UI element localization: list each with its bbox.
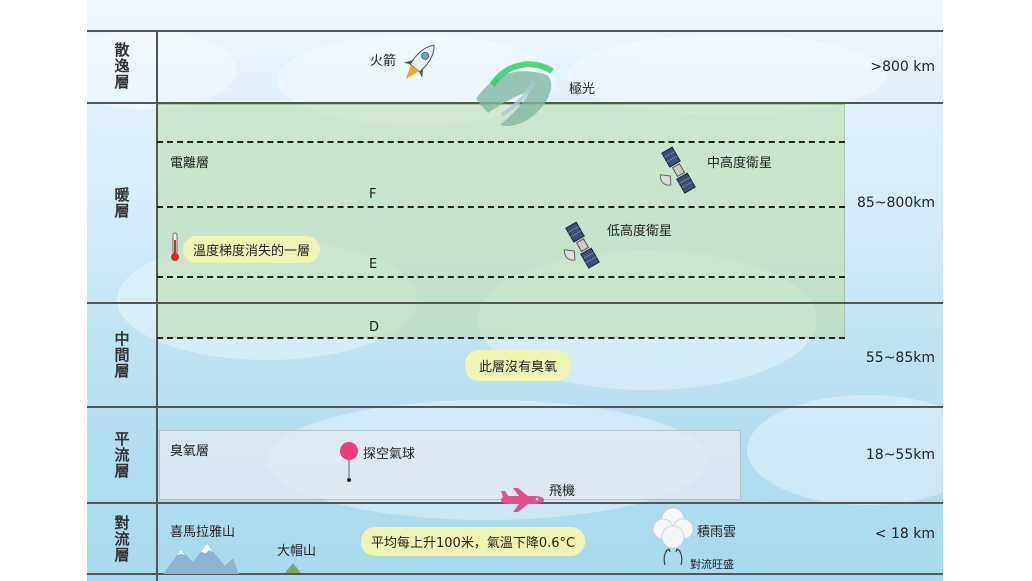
ionosphere-top-line [157, 141, 845, 143]
rocket-label: 火箭 [370, 54, 397, 69]
altitude-mesosphere: 55~85km [865, 350, 935, 366]
layer-name-exosphere: 散逸層 [112, 42, 131, 90]
thermosphere-zone [157, 104, 845, 338]
mountain-icon [163, 544, 239, 574]
ozone-layer-label: 臭氧層 [170, 444, 210, 459]
altitude-stratosphere: 18~55km [865, 447, 935, 463]
airplane-label: 飛機 [549, 484, 576, 499]
troposphere-note: 平均每上升100米，氣溫下降0.6°C [361, 527, 586, 556]
ozone-zone [159, 430, 741, 500]
satellite-icon [563, 221, 600, 269]
altitude-thermosphere: 85~800km [856, 195, 935, 211]
d-layer-label: D [369, 320, 380, 335]
tai-mo-shan-label: 大帽山 [277, 544, 317, 559]
layer-name-stratosphere: 平流層 [112, 431, 131, 479]
atmosphere-diagram: 散逸層 暖層 中間層 平流層 對流層 >800 km 85~800km 55~8… [87, 0, 943, 581]
satellite-icon [659, 146, 696, 194]
layer-boundary [87, 302, 943, 304]
mountain-icon [285, 563, 301, 573]
thermometer-icon [171, 232, 179, 261]
balloon-icon [340, 442, 358, 482]
himalaya-label: 喜馬拉雅山 [170, 525, 236, 540]
f-layer-line [157, 206, 845, 208]
layer-name-thermosphere: 暖層 [112, 187, 131, 219]
bottom-border [87, 573, 943, 575]
d-layer-line [157, 337, 845, 339]
mid-satellite-label: 中高度衛星 [707, 156, 773, 171]
altitude-troposphere: < 18 km [874, 526, 935, 542]
cumulonimbus-label: 積雨雲 [697, 525, 737, 540]
aurora-icon [476, 61, 554, 127]
low-satellite-label: 低高度衛星 [607, 224, 673, 239]
layer-boundary [87, 406, 943, 408]
f-layer-label: F [369, 187, 377, 202]
thermosphere-note: 溫度梯度消失的一層 [183, 236, 321, 263]
e-layer-label: E [369, 257, 378, 272]
airplane-icon [501, 488, 544, 512]
layer-name-mesosphere: 中間層 [112, 331, 131, 379]
convection-label: 對流旺盛 [690, 558, 734, 571]
top-border [87, 30, 943, 32]
balloon-label: 探空氣球 [363, 447, 416, 462]
altitude-exosphere: >800 km [870, 59, 935, 75]
aurora-label: 極光 [569, 82, 596, 97]
label-column-divider [156, 30, 158, 581]
layer-name-troposphere: 對流層 [112, 514, 131, 563]
e-layer-line [157, 276, 845, 278]
cloud-icon [652, 507, 694, 566]
rocket-icon [403, 44, 435, 79]
mesosphere-note: 此層沒有臭氧 [465, 350, 572, 381]
ionosphere-label: 電離層 [170, 156, 210, 171]
